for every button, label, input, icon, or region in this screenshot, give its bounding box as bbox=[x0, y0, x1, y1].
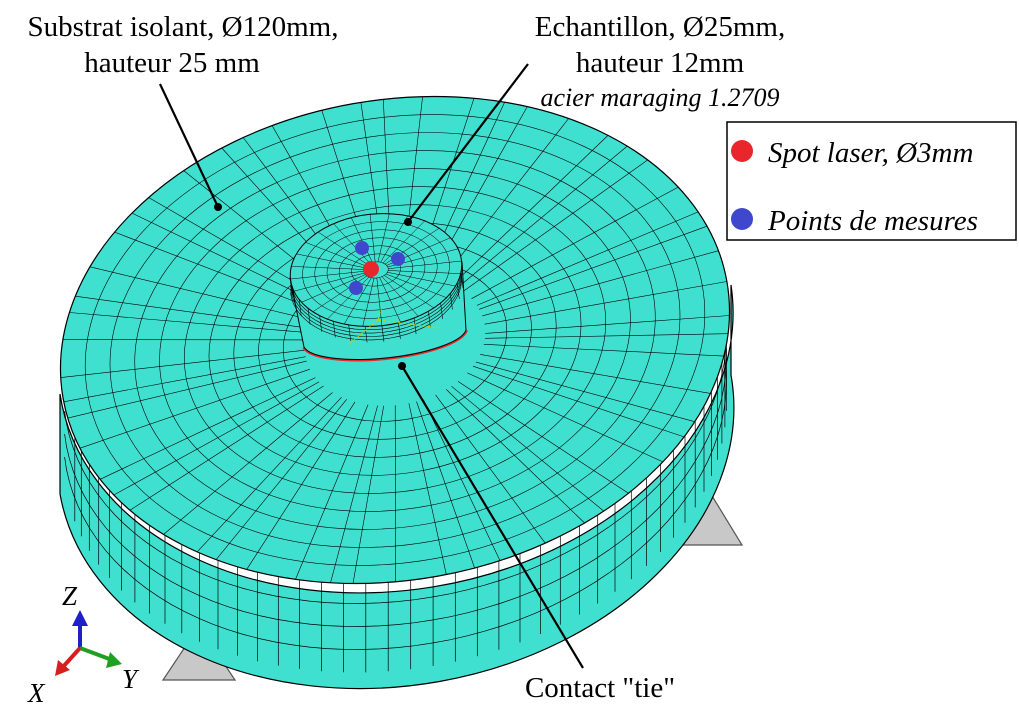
axis-triad: Z Y X bbox=[27, 581, 140, 706]
legend-points-swatch bbox=[731, 208, 753, 230]
measure-point-3 bbox=[349, 281, 363, 295]
substrate-label-line1: Substrat isolant, Ø120mm, bbox=[28, 11, 339, 43]
legend: Spot laser, Ø3mm Points de mesures bbox=[726, 121, 1017, 241]
substrate-side-wall bbox=[59, 284, 735, 690]
axis-z-label: Z bbox=[62, 581, 78, 611]
legend-points-label: Points de mesures bbox=[767, 205, 978, 237]
sample-label-line2: hauteur 12mm bbox=[576, 47, 745, 79]
sample-material-label: acier maraging 1.2709 bbox=[540, 83, 779, 112]
leader-substrate bbox=[159, 83, 219, 208]
measure-point-2 bbox=[391, 252, 405, 266]
measure-point-1 bbox=[355, 241, 369, 255]
leader-lines bbox=[159, 63, 584, 669]
legend-box bbox=[726, 121, 1017, 241]
legend-laser-label: Spot laser, Ø3mm bbox=[768, 137, 973, 169]
sample-label-line1: Echantillon, Ø25mm, bbox=[535, 11, 786, 43]
leader-sample bbox=[407, 63, 529, 223]
substrate-label-line2: hauteur 25 mm bbox=[84, 47, 260, 79]
axis-x-label: X bbox=[27, 678, 46, 706]
leader-contact bbox=[401, 365, 584, 669]
sample-local-axes bbox=[347, 305, 441, 346]
legend-laser-swatch bbox=[731, 140, 753, 162]
leader-dot-contact bbox=[398, 362, 406, 370]
substrate-wall-mesh bbox=[64, 286, 727, 673]
axis-y-label: Y bbox=[122, 664, 140, 694]
contact-label: Contact "tie" bbox=[525, 672, 675, 704]
leader-dot-substrate bbox=[214, 203, 222, 211]
laser-spot-marker bbox=[363, 261, 379, 277]
leader-dot-sample bbox=[404, 218, 412, 226]
